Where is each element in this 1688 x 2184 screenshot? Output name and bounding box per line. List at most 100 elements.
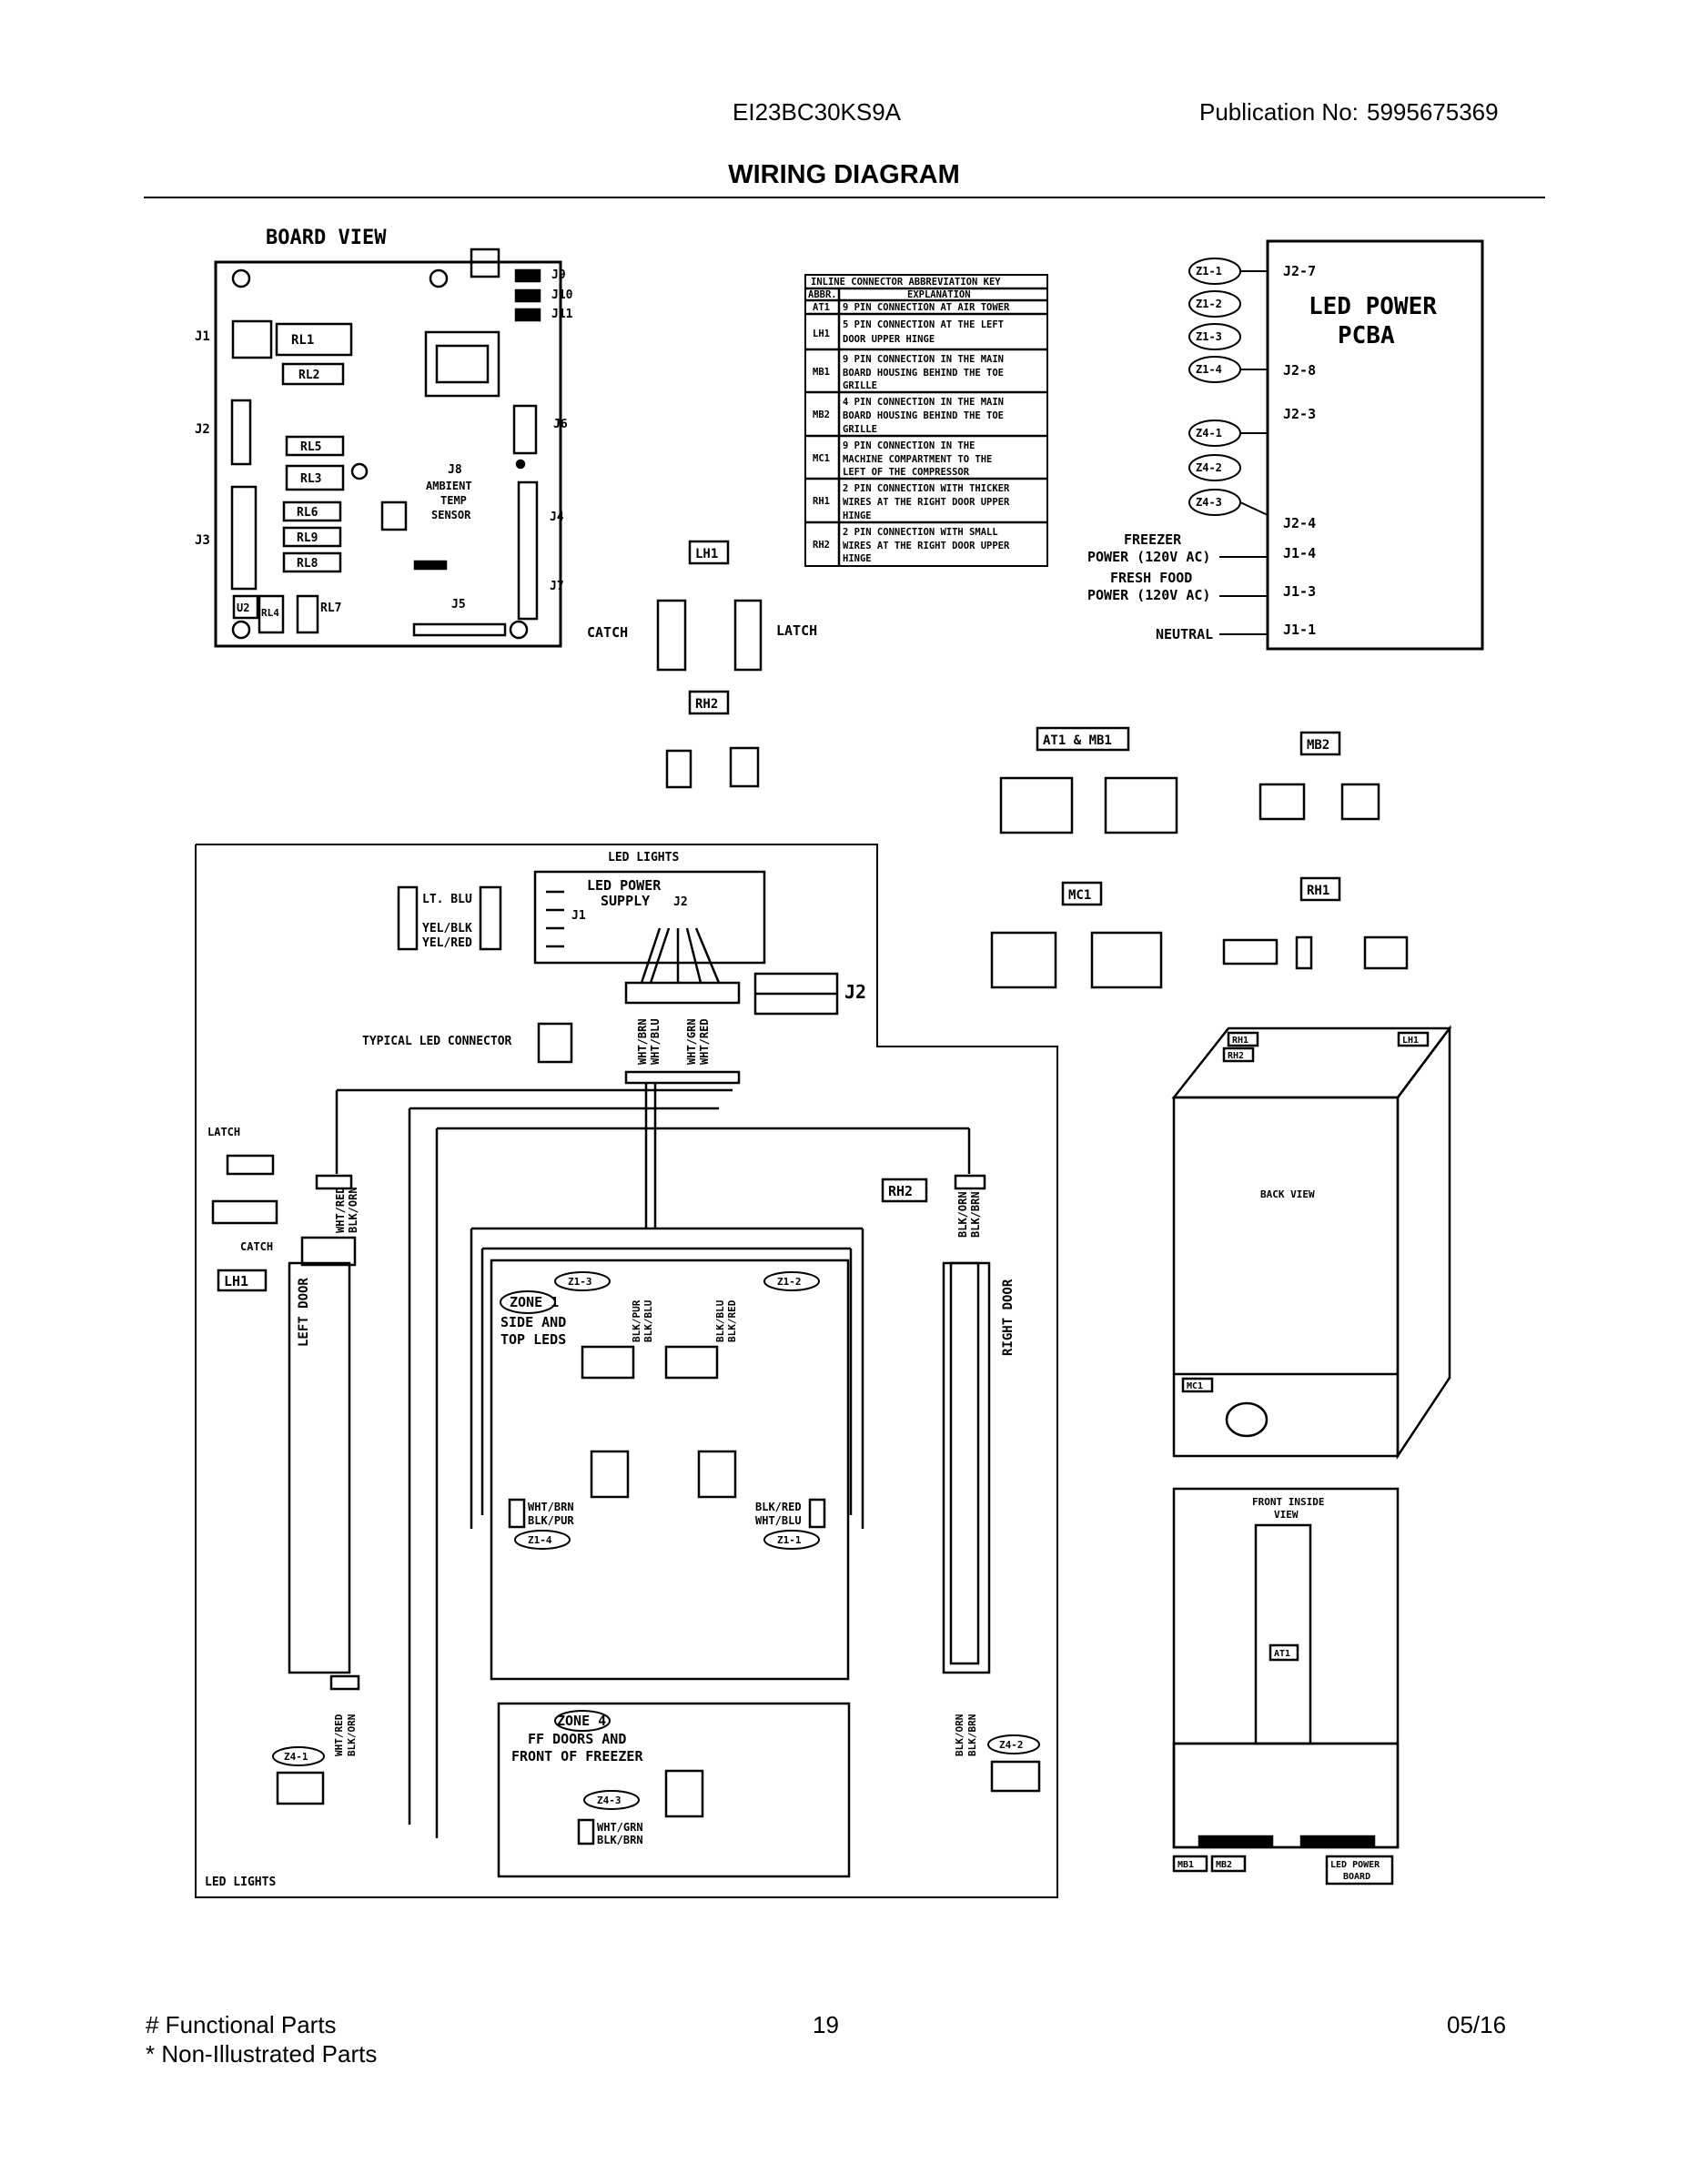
svg-text:BLK/PUR: BLK/PUR (528, 1514, 574, 1527)
svg-text:AT1: AT1 (1274, 1649, 1290, 1659)
svg-text:WHT/GRN: WHT/GRN (685, 1018, 698, 1065)
svg-text:J4: J4 (550, 511, 564, 524)
svg-text:WHT/BLU: WHT/BLU (755, 1514, 802, 1527)
svg-text:J2-4: J2-4 (1283, 515, 1316, 531)
svg-text:INLINE CONNECTOR ABBREVIATION: INLINE CONNECTOR ABBREVIATION KEY (811, 277, 1001, 288)
svg-text:LT. BLU: LT. BLU (422, 893, 472, 906)
cabinet-views: RH1 RH2 LH1 BACK VIEW MC1 FRONT INSIDE V… (1171, 1025, 1452, 1886)
svg-text:GRILLE: GRILLE (843, 380, 877, 391)
svg-text:MC1: MC1 (813, 453, 830, 464)
svg-text:LATCH: LATCH (207, 1126, 240, 1138)
abbreviation-key-table: INLINE CONNECTOR ABBREVIATION KEY ABBR. … (804, 274, 1048, 567)
svg-text:FRESH FOOD: FRESH FOOD (1110, 570, 1192, 586)
svg-text:LATCH: LATCH (776, 622, 817, 639)
svg-text:MB2: MB2 (1216, 1860, 1232, 1870)
svg-text:DOOR UPPER HINGE: DOOR UPPER HINGE (843, 334, 935, 345)
svg-text:J2: J2 (673, 895, 688, 909)
svg-text:VIEW: VIEW (1274, 1509, 1299, 1521)
lh1-connector: LH1 CATCH LATCH RH2 (587, 540, 817, 789)
svg-text:LED POWER: LED POWER (1330, 1860, 1380, 1870)
svg-text:RH2: RH2 (695, 697, 718, 712)
svg-text:LH1: LH1 (695, 547, 718, 561)
svg-text:BOARD HOUSING BEHIND THE TOE: BOARD HOUSING BEHIND THE TOE (843, 410, 1004, 421)
svg-text:BLK/BRN: BLK/BRN (969, 1191, 982, 1238)
svg-text:Z1-2: Z1-2 (777, 1276, 802, 1288)
svg-text:RH2: RH2 (813, 540, 830, 551)
svg-text:LH1: LH1 (1402, 1036, 1419, 1046)
svg-text:BLK/ORN: BLK/ORN (956, 1191, 969, 1238)
svg-text:RL3: RL3 (300, 472, 321, 486)
svg-text:RH1: RH1 (1232, 1036, 1248, 1046)
svg-text:MB1: MB1 (1178, 1860, 1194, 1870)
svg-text:9 PIN CONNECTION AT AIR TOWER: 9 PIN CONNECTION AT AIR TOWER (843, 302, 1010, 313)
svg-text:9 PIN CONNECTION IN THE: 9 PIN CONNECTION IN THE (843, 440, 975, 451)
svg-text:RH2: RH2 (888, 1183, 913, 1199)
svg-text:BOARD: BOARD (1343, 1872, 1370, 1882)
svg-text:EXPLANATION: EXPLANATION (907, 289, 971, 300)
svg-text:U2: U2 (237, 602, 249, 614)
model-number: EI23BC30KS9A (733, 98, 902, 126)
svg-text:TOP LEDS: TOP LEDS (500, 1331, 566, 1348)
svg-text:2 PIN CONNECTION WITH SMALL: 2 PIN CONNECTION WITH SMALL (843, 527, 998, 538)
svg-text:BOARD HOUSING BEHIND THE TOE: BOARD HOUSING BEHIND THE TOE (843, 368, 1004, 379)
svg-text:BLK/BLU: BLK/BLU (642, 1299, 654, 1342)
svg-text:RL6: RL6 (297, 506, 318, 520)
svg-text:BLK/ORN: BLK/ORN (346, 1714, 358, 1756)
svg-text:J1-1: J1-1 (1283, 622, 1316, 638)
svg-text:J2-3: J2-3 (1283, 406, 1316, 422)
svg-text:J2-7: J2-7 (1283, 263, 1316, 279)
svg-text:Z4-1: Z4-1 (284, 1751, 308, 1763)
svg-text:J6: J6 (553, 418, 568, 431)
svg-text:MC1: MC1 (1068, 888, 1091, 903)
svg-text:J1: J1 (571, 909, 586, 923)
svg-text:WHT/BRN: WHT/BRN (636, 1018, 649, 1065)
svg-text:LH1: LH1 (224, 1273, 248, 1289)
svg-text:RH2: RH2 (1228, 1051, 1244, 1061)
svg-text:J8: J8 (448, 463, 462, 477)
svg-text:MB2: MB2 (813, 410, 830, 420)
svg-text:YEL/BLK: YEL/BLK (422, 922, 472, 935)
svg-text:AMBIENT: AMBIENT (426, 480, 472, 492)
svg-text:J2-8: J2-8 (1283, 362, 1316, 379)
svg-text:MC1: MC1 (1187, 1381, 1203, 1391)
svg-text:BLK/BRN: BLK/BRN (966, 1714, 978, 1756)
svg-text:Z4-2: Z4-2 (999, 1739, 1024, 1751)
svg-text:GRILLE: GRILLE (843, 424, 877, 435)
svg-text:WHT/RED: WHT/RED (698, 1018, 711, 1065)
svg-text:WHT/RED: WHT/RED (333, 1714, 345, 1756)
revision-date: 05/16 (1447, 2011, 1507, 2038)
svg-text:BLK/ORN: BLK/ORN (347, 1187, 359, 1233)
svg-text:LH1: LH1 (813, 329, 830, 339)
svg-text:J2: J2 (195, 422, 210, 437)
svg-text:BLK/RED: BLK/RED (755, 1501, 802, 1513)
svg-text:RL9: RL9 (297, 531, 318, 545)
svg-text:NEUTRAL: NEUTRAL (1156, 626, 1213, 642)
svg-text:CATCH: CATCH (240, 1240, 273, 1253)
svg-text:Z1-1: Z1-1 (1196, 265, 1222, 278)
svg-text:LED LIGHTS: LED LIGHTS (608, 851, 679, 864)
svg-text:Z4-3: Z4-3 (1196, 496, 1222, 509)
svg-text:FRONT INSIDE: FRONT INSIDE (1252, 1496, 1324, 1508)
publication-label: Publication No: (1199, 98, 1359, 126)
svg-text:Z1-4: Z1-4 (1196, 363, 1222, 376)
svg-text:LED POWER: LED POWER (587, 877, 662, 894)
svg-text:SENSOR: SENSOR (431, 509, 471, 521)
svg-text:LEFT DOOR: LEFT DOOR (297, 1278, 311, 1347)
svg-text:RH1: RH1 (813, 496, 830, 507)
svg-text:TYPICAL LED CONNECTOR: TYPICAL LED CONNECTOR (362, 1035, 512, 1048)
svg-text:WHT/GRN: WHT/GRN (597, 1821, 643, 1834)
svg-text:J10: J10 (551, 288, 573, 302)
svg-text:RL4: RL4 (261, 607, 279, 619)
svg-text:CATCH: CATCH (587, 624, 628, 641)
svg-text:YEL/RED: YEL/RED (422, 936, 472, 950)
svg-text:Z4-1: Z4-1 (1196, 427, 1222, 440)
svg-text:FRONT OF FREEZER: FRONT OF FREEZER (511, 1748, 643, 1764)
board-view-title: BOARD VIEW (266, 227, 387, 249)
svg-text:Z1-3: Z1-3 (568, 1276, 592, 1288)
led-lights-schematic: LED LIGHTS LED LIGHTS LED POWER SUPPLY J… (195, 844, 1058, 1898)
svg-text:Z1-1: Z1-1 (777, 1534, 802, 1546)
non-illustrated-parts-note: * Non-Illustrated Parts (146, 2040, 378, 2068)
svg-text:Z4-3: Z4-3 (597, 1795, 622, 1806)
svg-text:4 PIN CONNECTION IN THE MAIN: 4 PIN CONNECTION IN THE MAIN (843, 397, 1004, 408)
svg-text:RL2: RL2 (298, 369, 319, 382)
